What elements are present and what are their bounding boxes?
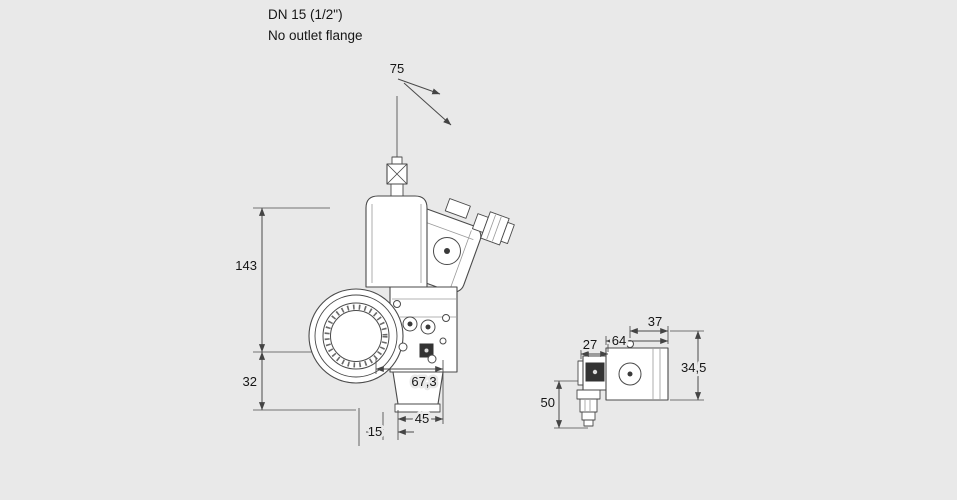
dimension-leader bbox=[397, 78, 441, 95]
front-view: 75 143 32 bbox=[235, 59, 515, 446]
actuator-window-center bbox=[444, 248, 450, 254]
flange-face bbox=[314, 294, 398, 378]
knob-cross bbox=[386, 163, 408, 185]
coil-window-center bbox=[627, 371, 633, 377]
dim-64: 64 bbox=[605, 331, 669, 351]
gland-body bbox=[579, 398, 598, 413]
seat-center bbox=[592, 369, 598, 375]
bolt bbox=[427, 354, 437, 364]
knob-stem bbox=[390, 183, 404, 197]
housing-detail-line bbox=[450, 230, 472, 288]
bolt bbox=[393, 300, 401, 308]
connector-rib bbox=[486, 214, 497, 240]
inlet-flange bbox=[308, 288, 404, 384]
variant-label: No outlet flange bbox=[268, 28, 363, 43]
bottom-plate bbox=[394, 403, 441, 413]
dim-27-label: 27 bbox=[583, 337, 597, 352]
dim-143-32: 143 32 bbox=[235, 207, 356, 411]
dim-143-label: 143 bbox=[235, 258, 257, 273]
spring-dome bbox=[365, 195, 428, 288]
bolt bbox=[439, 337, 447, 345]
gland-lower bbox=[581, 411, 596, 421]
dim-37-label: 37 bbox=[648, 314, 662, 329]
body-fittings bbox=[393, 300, 450, 364]
dim-45-label: 45 bbox=[415, 411, 429, 426]
seat-flange bbox=[577, 360, 584, 386]
bore bbox=[330, 310, 382, 362]
gland-nut bbox=[576, 389, 601, 400]
connector-rib bbox=[491, 216, 502, 242]
connector-cap bbox=[500, 221, 515, 245]
dim-64-label: 64 bbox=[612, 333, 626, 348]
din-connector bbox=[472, 211, 515, 246]
top-screw bbox=[626, 340, 634, 348]
bolt bbox=[442, 314, 450, 322]
dim-32-label: 32 bbox=[243, 374, 257, 389]
actuator-tab bbox=[444, 198, 471, 219]
side-view: 27 37 64 34,5 50 bbox=[538, 312, 709, 429]
nameplate-dot bbox=[424, 348, 429, 353]
dim-50: 50 bbox=[538, 380, 588, 429]
adjustment-knob bbox=[386, 156, 408, 197]
bolt bbox=[398, 342, 408, 352]
gland-tip bbox=[583, 419, 594, 427]
bolt-center bbox=[407, 321, 413, 327]
dim-34-5: 34,5 bbox=[670, 330, 709, 401]
dim-67-label: 67,3 bbox=[411, 374, 436, 389]
header: DN 15 (1/2") No outlet flange bbox=[268, 7, 363, 43]
dim-bottom: 67,3 45 15 bbox=[358, 358, 444, 446]
cable-gland bbox=[576, 389, 601, 427]
dim-37: 37 bbox=[629, 312, 669, 344]
valve-size-label: DN 15 (1/2") bbox=[268, 7, 343, 22]
dim-75-label: 75 bbox=[390, 61, 404, 76]
dim-27: 27 bbox=[580, 335, 609, 359]
dim-34-5-label: 34,5 bbox=[681, 360, 706, 375]
dim-50-label: 50 bbox=[541, 395, 555, 410]
thread-marks bbox=[324, 304, 388, 368]
knob-tip bbox=[391, 156, 403, 165]
dim-15-label: 15 bbox=[368, 424, 382, 439]
bolt-center bbox=[425, 324, 431, 330]
dim-75: 75 bbox=[387, 59, 452, 160]
dimension-leader bbox=[403, 82, 452, 126]
